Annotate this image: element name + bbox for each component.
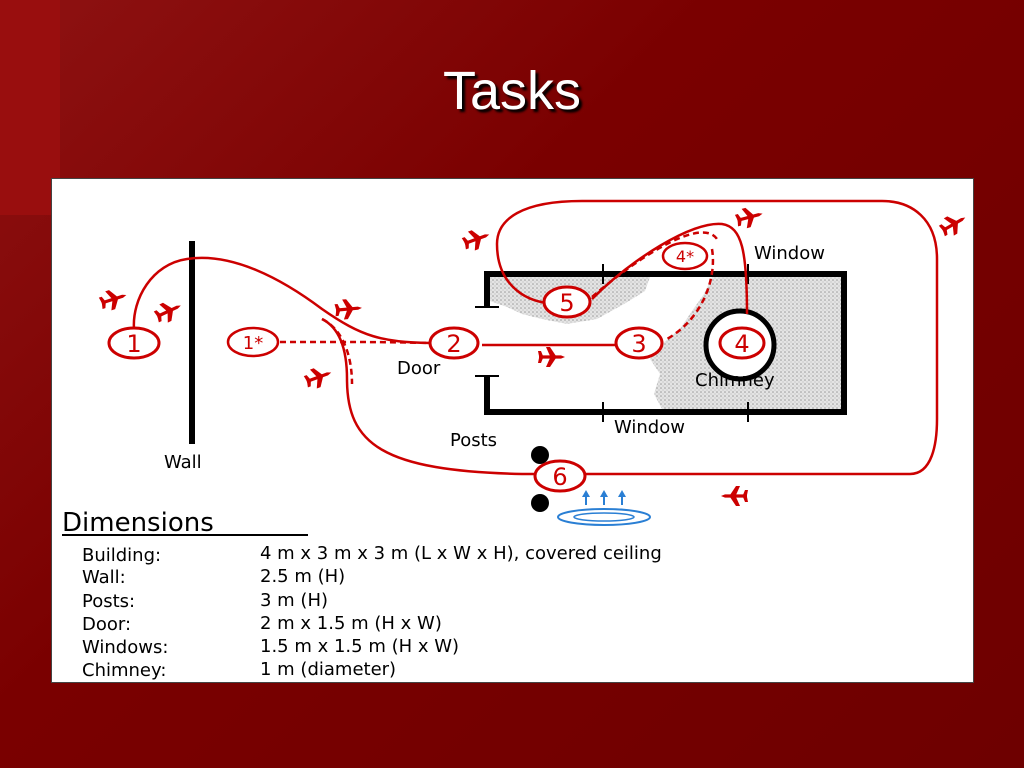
svg-text:6: 6 — [552, 463, 567, 491]
posts-label: Posts — [450, 430, 497, 451]
dimension-label: Posts: — [82, 591, 135, 612]
task-diagram: Wall Door Chimney Window Window Posts — [62, 199, 971, 681]
fan-icon — [557, 490, 651, 526]
dimensions-heading: Dimensions — [62, 508, 214, 538]
airplane-icon — [334, 297, 363, 321]
marker-5: 5 — [542, 285, 592, 319]
chimney-label: Chimney — [695, 370, 775, 391]
wall-label: Wall — [164, 452, 202, 473]
dimension-value: 2 m x 1.5 m (H x W) — [260, 613, 442, 634]
marker-4-alt: 4* — [661, 241, 709, 271]
window-top-label: Window — [754, 243, 825, 264]
marker-4: 4 — [718, 326, 766, 360]
svg-text:1: 1 — [126, 330, 141, 358]
airplane-icon — [302, 363, 335, 392]
window-bottom-label: Window — [614, 417, 685, 438]
marker-1-alt: 1* — [226, 326, 280, 358]
dimension-label: Windows: — [82, 637, 168, 658]
marker-2: 2 — [428, 326, 480, 360]
airplane-icon — [721, 486, 748, 506]
flight-paths — [132, 199, 939, 476]
airplane-icon — [460, 225, 493, 254]
marker-1: 1 — [107, 326, 161, 360]
svg-text:4*: 4* — [676, 247, 694, 266]
slide-decoration — [0, 0, 60, 215]
door-label: Door — [397, 358, 441, 379]
dimension-value: 1 m (diameter) — [260, 659, 396, 680]
dimension-label: Chimney: — [82, 660, 166, 681]
svg-text:5: 5 — [559, 289, 574, 317]
marker-6: 6 — [533, 459, 587, 493]
task-diagram-figure: Wall Door Chimney Window Window Posts — [51, 178, 974, 683]
post-icon — [531, 446, 549, 464]
airplane-icon — [936, 208, 971, 240]
dimension-value: 2.5 m (H) — [260, 566, 345, 587]
slide-title: Tasks — [442, 61, 582, 121]
dimension-value: 3 m (H) — [260, 590, 328, 611]
flight-paths-alt — [280, 231, 719, 385]
dimension-label: Wall: — [82, 567, 126, 588]
dimension-value: 1.5 m x 1.5 m (H x W) — [260, 636, 459, 657]
post-icon — [531, 494, 549, 512]
dimension-label: Building: — [82, 545, 161, 566]
dimension-label: Door: — [82, 614, 131, 635]
airplane-icon — [152, 296, 186, 326]
svg-text:3: 3 — [631, 330, 646, 358]
airplane-icon — [97, 285, 130, 313]
marker-3: 3 — [614, 326, 664, 360]
svg-text:2: 2 — [446, 330, 461, 358]
airplane-icon — [733, 203, 766, 231]
svg-text:1*: 1* — [243, 333, 263, 354]
dimension-value: 4 m x 3 m x 3 m (L x W x H), covered cei… — [260, 543, 662, 564]
svg-text:4: 4 — [734, 330, 749, 358]
